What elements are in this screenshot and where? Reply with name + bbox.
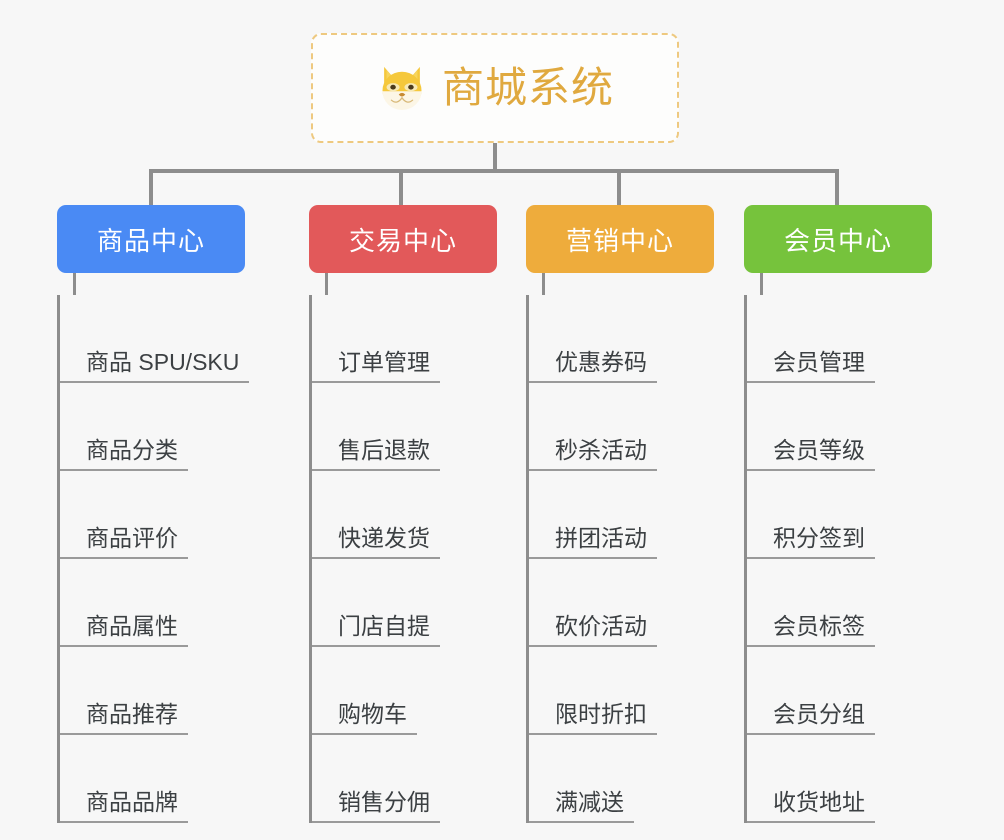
leaf-label: 订单管理 xyxy=(312,349,440,383)
connector-drop-2 xyxy=(399,169,403,205)
list-item[interactable]: 收货地址 xyxy=(747,735,932,823)
list-item[interactable]: 砍价活动 xyxy=(529,559,714,647)
leaf-label: 砍价活动 xyxy=(529,613,657,647)
leaf-label: 快递发货 xyxy=(312,525,440,559)
connector-category-stem-3 xyxy=(542,273,545,295)
leaf-label: 会员标签 xyxy=(747,613,875,647)
leaf-label: 商品品牌 xyxy=(60,789,188,823)
list-item[interactable]: 会员管理 xyxy=(747,295,932,383)
connector-drop-3 xyxy=(617,169,621,205)
list-item[interactable]: 商品属性 xyxy=(60,559,245,647)
list-item[interactable]: 商品 SPU/SKU xyxy=(60,295,250,383)
leaf-label: 售后退款 xyxy=(312,437,440,471)
category-box-trade-center[interactable]: 交易中心 xyxy=(309,205,497,273)
category-label: 营销中心 xyxy=(565,225,674,256)
category-label: 交易中心 xyxy=(348,225,457,256)
leaf-list-product-center: 商品 SPU/SKU 商品分类 商品评价 商品属性 商品推荐 商品品牌 xyxy=(57,295,250,823)
list-item[interactable]: 订单管理 xyxy=(312,295,497,383)
leaf-label: 满减送 xyxy=(529,789,634,823)
leaf-label: 会员等级 xyxy=(747,437,875,471)
leaf-label: 商品分类 xyxy=(60,437,188,471)
connector-category-stem-4 xyxy=(760,273,763,295)
leaf-label: 收货地址 xyxy=(747,789,875,823)
leaf-label: 销售分佣 xyxy=(312,789,440,823)
category-box-marketing-center[interactable]: 营销中心 xyxy=(526,205,714,273)
list-item[interactable]: 秒杀活动 xyxy=(529,383,714,471)
leaf-label: 门店自提 xyxy=(312,613,440,647)
list-item[interactable]: 积分签到 xyxy=(747,471,932,559)
leaf-list-trade-center: 订单管理 售后退款 快递发货 门店自提 购物车 销售分佣 xyxy=(309,295,497,823)
category-box-member-center[interactable]: 会员中心 xyxy=(744,205,932,273)
leaf-list-marketing-center: 优惠券码 秒杀活动 拼团活动 砍价活动 限时折扣 满减送 xyxy=(526,295,714,823)
list-item[interactable]: 售后退款 xyxy=(312,383,497,471)
connector-root-stem xyxy=(493,143,497,171)
list-item[interactable]: 销售分佣 xyxy=(312,735,497,823)
list-item[interactable]: 商品推荐 xyxy=(60,647,245,735)
list-item[interactable]: 快递发货 xyxy=(312,471,497,559)
list-item[interactable]: 限时折扣 xyxy=(529,647,714,735)
leaf-label: 限时折扣 xyxy=(529,701,657,735)
column-trade-center: 交易中心 订单管理 售后退款 快递发货 门店自提 购物车 销售分佣 xyxy=(309,205,497,823)
leaf-label: 商品推荐 xyxy=(60,701,188,735)
list-item[interactable]: 拼团活动 xyxy=(529,471,714,559)
category-box-product-center[interactable]: 商品中心 xyxy=(57,205,245,273)
root-title: 商城系统 xyxy=(441,64,614,111)
leaf-list-member-center: 会员管理 会员等级 积分签到 会员标签 会员分组 收货地址 xyxy=(744,295,932,823)
list-item[interactable]: 商品分类 xyxy=(60,383,245,471)
column-marketing-center: 营销中心 优惠券码 秒杀活动 拼团活动 砍价活动 限时折扣 满减送 xyxy=(526,205,714,823)
connector-category-stem-2 xyxy=(325,273,328,295)
connector-horizontal-bar xyxy=(149,169,839,173)
shiba-dog-face-icon xyxy=(382,66,422,110)
root-node[interactable]: 商城系统 xyxy=(311,33,679,143)
column-product-center: 商品中心 商品 SPU/SKU 商品分类 商品评价 商品属性 商品推荐 商品品牌 xyxy=(57,205,250,823)
list-item[interactable]: 满减送 xyxy=(529,735,714,823)
list-item[interactable]: 优惠券码 xyxy=(529,295,714,383)
connector-drop-4 xyxy=(835,169,839,205)
leaf-label: 商品属性 xyxy=(60,613,188,647)
column-member-center: 会员中心 会员管理 会员等级 积分签到 会员标签 会员分组 收货地址 xyxy=(744,205,932,823)
leaf-label: 积分签到 xyxy=(747,525,875,559)
connector-category-stem-1 xyxy=(73,273,76,295)
leaf-label: 会员管理 xyxy=(747,349,875,383)
leaf-label: 购物车 xyxy=(312,701,417,735)
list-item[interactable]: 购物车 xyxy=(312,647,497,735)
list-item[interactable]: 会员标签 xyxy=(747,559,932,647)
list-item[interactable]: 商品品牌 xyxy=(60,735,245,823)
leaf-label: 拼团活动 xyxy=(529,525,657,559)
list-item[interactable]: 会员等级 xyxy=(747,383,932,471)
category-label: 商品中心 xyxy=(96,225,205,256)
leaf-label: 优惠券码 xyxy=(529,349,657,383)
leaf-label: 会员分组 xyxy=(747,701,875,735)
connector-drop-1 xyxy=(149,169,153,205)
leaf-label: 秒杀活动 xyxy=(529,437,657,471)
leaf-label: 商品 SPU/SKU xyxy=(60,349,250,383)
category-label: 会员中心 xyxy=(783,225,892,256)
list-item[interactable]: 门店自提 xyxy=(312,559,497,647)
leaf-label: 商品评价 xyxy=(60,525,188,559)
list-item[interactable]: 商品评价 xyxy=(60,471,245,559)
list-item[interactable]: 会员分组 xyxy=(747,647,932,735)
